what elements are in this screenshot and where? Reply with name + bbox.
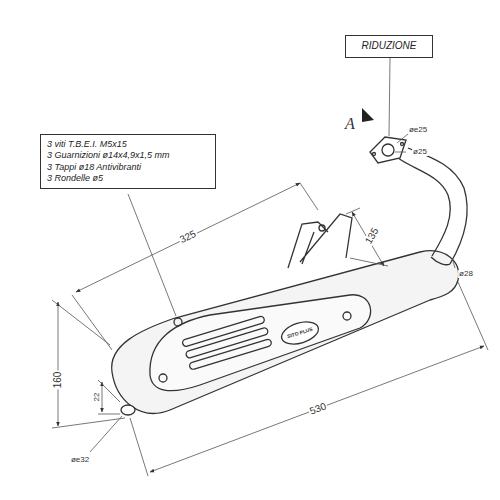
screw [159, 374, 167, 382]
dimension-text: 530 [307, 401, 328, 417]
dimension-line [150, 346, 484, 472]
note-line: 3 viti T.B.E.I. M5x15 [47, 139, 209, 150]
header-pipe [398, 158, 450, 256]
dimension-text: øe25 [408, 126, 428, 134]
bracket-hole [319, 225, 325, 231]
header-pipe [408, 148, 467, 264]
title-box: RIDUZIONE [345, 35, 433, 58]
flange-hole [382, 144, 394, 156]
view-letter: A [344, 116, 356, 132]
mount-bracket [288, 214, 352, 268]
dimension-text: øe32 [70, 456, 90, 464]
dimension-line [58, 302, 59, 426]
dimension-line [352, 212, 384, 266]
box-title: RIDUZIONE [352, 40, 426, 53]
dimension-line [102, 382, 103, 412]
leader-line [389, 58, 390, 136]
outlet-pipe [121, 405, 135, 415]
note-line: 3 Guarnizioni ø14x4,9x1,5 mm [47, 150, 209, 161]
dimension-text: ø28 [458, 270, 474, 278]
leader-line [90, 416, 122, 452]
leader-line [397, 134, 408, 143]
view-arrow [362, 108, 374, 122]
note-line: 3 Tappi ø18 Antivibranti [47, 162, 209, 173]
heat-shield [150, 295, 371, 391]
leader-line [395, 152, 406, 153]
flange [370, 137, 406, 163]
parts-note-box: 3 viti T.B.E.I. M5x153 Guarnizioni ø14x4… [40, 134, 216, 189]
screw [343, 312, 351, 320]
dimension-text: 325 [177, 228, 198, 245]
leader-line [452, 258, 455, 268]
logo-badge [279, 318, 321, 348]
pipe-ring [431, 257, 450, 265]
dimension-text: 160 [53, 371, 63, 390]
dimension-line [76, 183, 300, 292]
note-line: 3 Rondelle ø5 [47, 173, 209, 184]
screw [174, 318, 182, 326]
dimension-text: ø25 [412, 148, 428, 156]
muffler-body [112, 251, 459, 414]
dimension-text: 135 [363, 225, 381, 246]
dimension-text: 22 [93, 392, 101, 403]
shield-slots [182, 316, 272, 370]
